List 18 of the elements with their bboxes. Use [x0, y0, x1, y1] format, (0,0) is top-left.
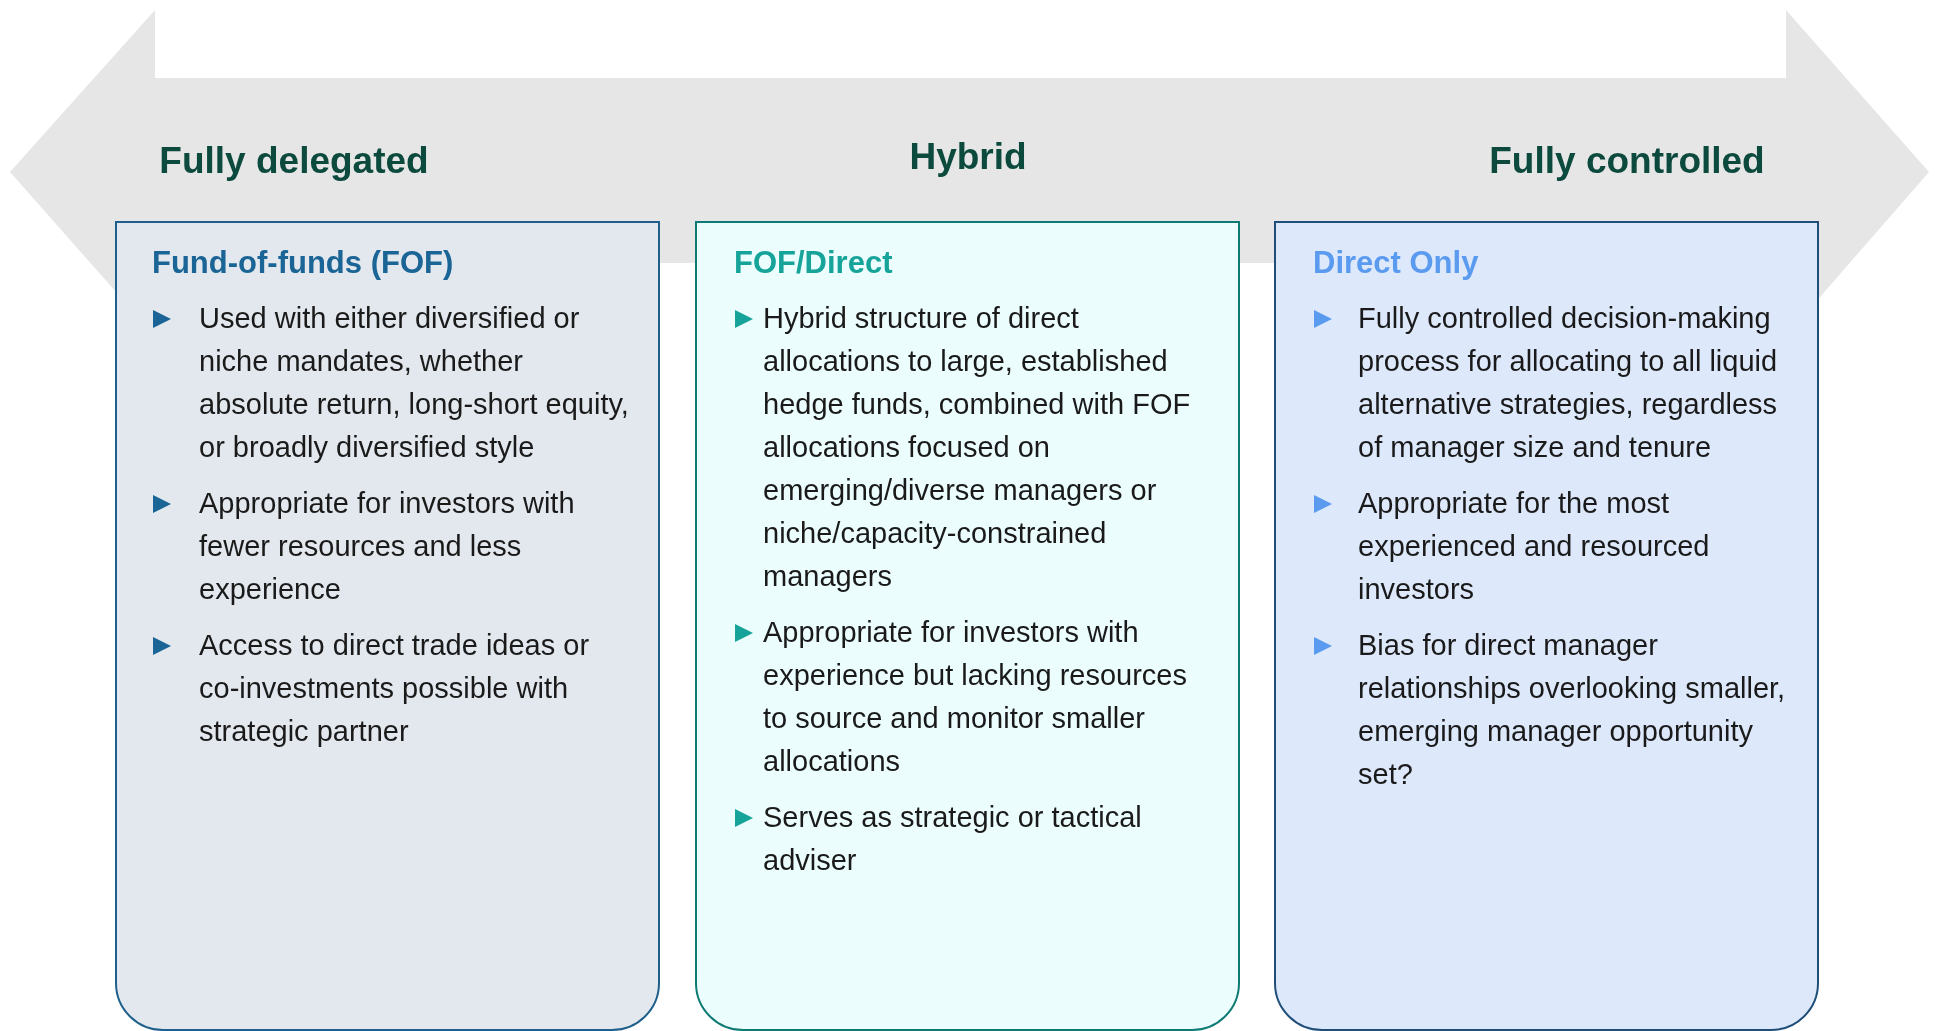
arrow-label: Fully controlled: [1489, 140, 1765, 182]
bullet-text: Used with either diversified or niche mandates, whether absolute return, long-short equity, or broadly diversified style: [199, 301, 630, 465]
bullet-text: Hybrid structure of direct allocations to large, established hedge funds, combined with FOF allocations focused on emerging/diverse managers or niche/capacity-constrained managers: [763, 301, 1192, 594]
bullet-text: Appropriate for investors with experience but lacking resources to source and monitor smaller allocations: [763, 615, 1188, 779]
bullet-text: Serves as strategic or tactical adviser: [763, 800, 1143, 878]
bullet-text: Appropriate for the most experienced and resourced investors: [1358, 486, 1711, 607]
card-heading: FOF/Direct: [734, 245, 893, 281]
column-card: [1274, 221, 1819, 1031]
card-heading: Fund-of-funds (FOF): [152, 245, 454, 281]
bullet-text: Bias for direct manager relationships overlooking smaller, emerging manager opportunity set?: [1358, 628, 1787, 792]
arrow-label: Fully delegated: [159, 140, 429, 182]
bullet-text: Fully controlled decision-making process for allocating to all liquid alternative strategies, regardless of manager size and tenure: [1358, 301, 1779, 465]
card-heading: Direct Only: [1313, 245, 1479, 281]
bullet-text: Access to direct trade ideas or co-investments possible with strategic partner: [199, 628, 591, 749]
arrow-label: Hybrid: [909, 136, 1027, 178]
column-card: [115, 221, 660, 1031]
column-card: [695, 221, 1240, 1031]
bullet-text: Appropriate for investors with fewer resources and less experience: [199, 486, 576, 607]
